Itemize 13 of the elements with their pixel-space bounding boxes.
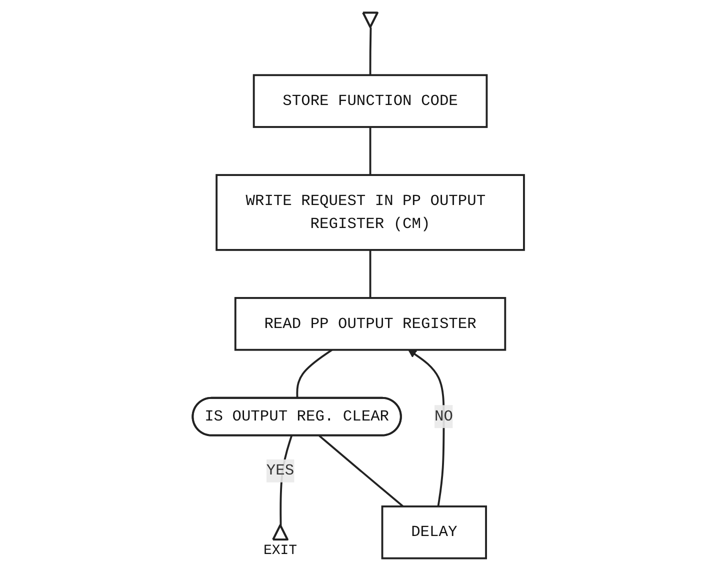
connector: [369, 127, 372, 176]
edge-label: NO: [434, 408, 454, 426]
node-box: DELAY: [381, 505, 488, 560]
arrow: [408, 349, 445, 507]
connector: [369, 28, 372, 76]
node-box: STORE FUNCTION CODE: [253, 74, 488, 128]
connector: [296, 349, 333, 398]
edge-label: YES: [266, 462, 294, 480]
node-box: WRITE REQUEST IN PP OUTPUT REGISTER (CM): [216, 174, 526, 251]
connector: [369, 250, 372, 298]
exit-label: EXIT: [263, 542, 298, 559]
connector: [318, 435, 404, 508]
node-box: READ PP OUTPUT REGISTER: [234, 297, 506, 351]
